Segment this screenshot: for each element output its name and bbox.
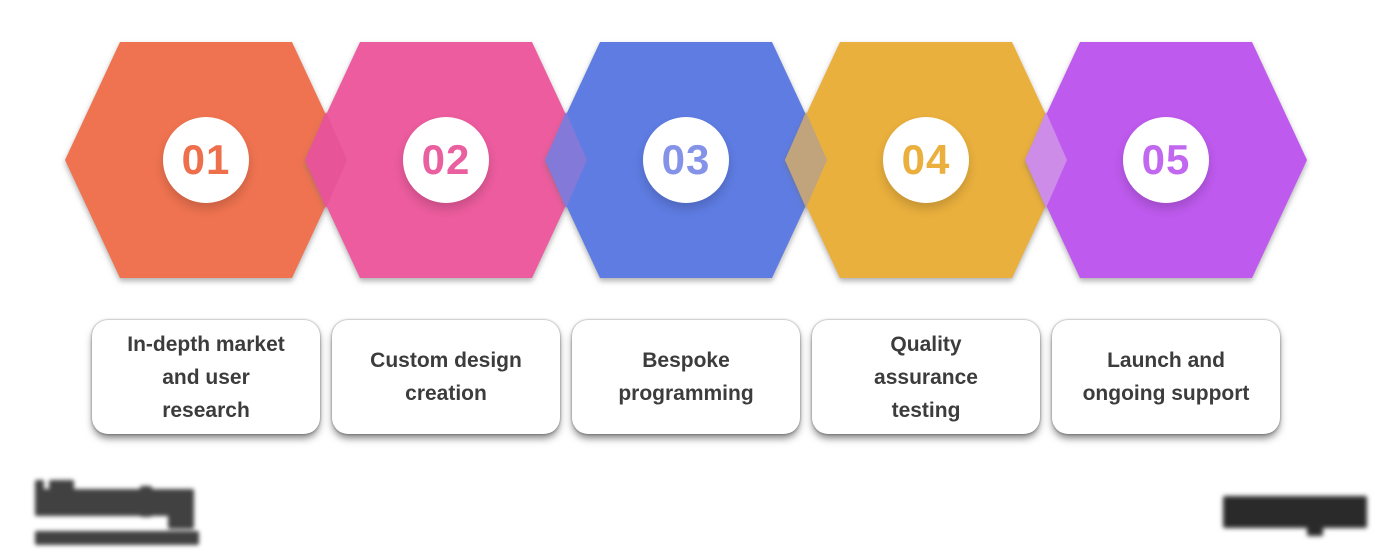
blurred-tagline-left	[35, 531, 199, 545]
step-number-badge-1: 01	[163, 117, 249, 203]
blurred-logo-left	[0, 0, 260, 560]
blurred-logo-left-block	[140, 486, 152, 517]
blurred-logo-left-block	[168, 489, 194, 529]
step-number-1: 01	[181, 136, 231, 183]
step-card-4: Quality assurance testing	[812, 320, 1040, 434]
step-number-4: 04	[901, 136, 951, 183]
step-card-label-5: Launch and ongoing support	[1082, 349, 1250, 405]
step-card-label-2: Custom design creation	[370, 349, 522, 405]
step-card-label-4: Quality assurance testing	[874, 332, 978, 422]
step-number-badge-3: 03	[643, 117, 729, 203]
step-card-1: In-depth market and user research	[92, 320, 320, 434]
step-card-label-3: Bespoke programming	[618, 349, 754, 405]
step-number-5: 05	[1141, 136, 1191, 183]
blurred-wordmark-right-block	[1223, 496, 1367, 528]
step-card-3: Bespoke programming	[572, 320, 800, 434]
step-number-badge-2: 02	[403, 117, 489, 203]
step-number-2: 02	[421, 136, 471, 183]
blurred-logo-left-block	[35, 489, 193, 516]
step-number-3: 03	[661, 136, 711, 183]
step-number-badge-4: 04	[883, 117, 969, 203]
step-card-2: Custom design creation	[332, 320, 560, 434]
step-card-label-1: In-depth market and user research	[127, 332, 285, 422]
step-number-badge-5: 05	[1123, 117, 1209, 203]
step-card-5: Launch and ongoing support	[1052, 320, 1280, 434]
blurred-wordmark-right	[1180, 0, 1400, 560]
blurred-wordmark-right-block	[1307, 527, 1323, 536]
